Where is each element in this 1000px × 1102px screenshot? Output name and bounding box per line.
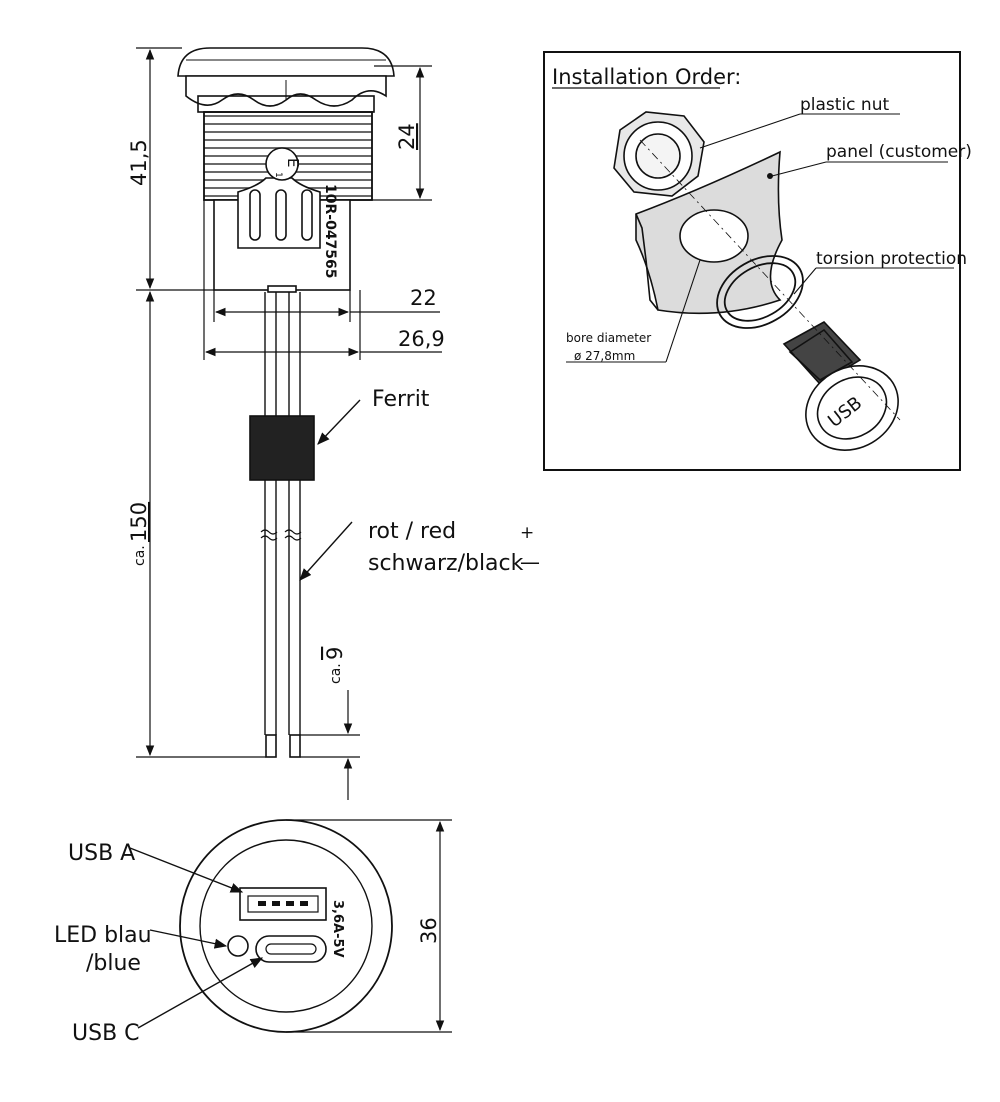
approval-circle	[265, 147, 299, 181]
part-number: 10R-047565	[322, 184, 338, 279]
label-bore-diameter: bore diameter	[566, 331, 651, 345]
dim-strip-length: 9	[323, 647, 347, 660]
dim-thread-diameter: 22	[410, 286, 437, 310]
dim-cable-length-prefix: ca.	[132, 545, 148, 566]
dim-flange-diameter: 26,9	[398, 327, 445, 351]
dim-strip-length-prefix: ca.	[328, 663, 344, 684]
label-bore-value: ø 27,8mm	[574, 349, 635, 363]
ferrite-core	[249, 415, 315, 481]
label-plastic-nut: plastic nut	[800, 95, 889, 115]
side-leaders	[299, 399, 361, 581]
approval-mark: E	[284, 158, 302, 167]
approval-mark-index: 1	[273, 172, 283, 178]
installation-box: Installation Order: plastic nut panel (c…	[543, 51, 972, 471]
label-usb-a: USB A	[68, 841, 135, 866]
panel-customer	[635, 150, 783, 315]
top-cap	[177, 47, 395, 77]
front-bezel-inner	[199, 839, 373, 1013]
usb-socket	[782, 321, 899, 451]
front-leaders	[129, 847, 264, 1029]
installation-leaders	[566, 113, 954, 363]
usb-c-port	[255, 935, 327, 963]
retaining-clip	[237, 177, 321, 249]
side-dimensions	[136, 47, 442, 800]
side-view	[177, 47, 395, 758]
dim-thread-length: 24	[395, 123, 419, 150]
led-indicator	[227, 935, 249, 957]
plastic-nut	[613, 111, 705, 197]
dim-total-height: 41,5	[127, 139, 151, 186]
label-panel: panel (customer)	[826, 142, 972, 162]
label-led-blue: /blue	[86, 951, 141, 976]
label-ferrite: Ferrit	[372, 387, 430, 412]
usb-a-port	[239, 887, 327, 921]
label-polarity-minus: —	[520, 550, 540, 574]
dim-cable-length: 150	[127, 502, 151, 542]
wires	[264, 292, 301, 735]
label-torsion: torsion protection	[816, 249, 967, 269]
dim-front-diameter: 36	[417, 917, 441, 944]
front-dimensions	[286, 819, 452, 1033]
torsion-ring	[716, 255, 804, 329]
front-view	[179, 819, 393, 1033]
label-wire-black: schwarz/black	[368, 551, 524, 576]
label-rating: 3,6A-5V	[330, 900, 345, 958]
label-wire-red: rot / red	[368, 519, 456, 544]
label-usb-c: USB C	[72, 1021, 140, 1046]
label-polarity-plus: +	[520, 523, 534, 543]
front-bezel-outer	[179, 819, 393, 1033]
label-led: LED blau	[54, 923, 152, 948]
installation-title: Installation Order:	[552, 65, 741, 89]
wire-break-marks	[260, 529, 302, 541]
